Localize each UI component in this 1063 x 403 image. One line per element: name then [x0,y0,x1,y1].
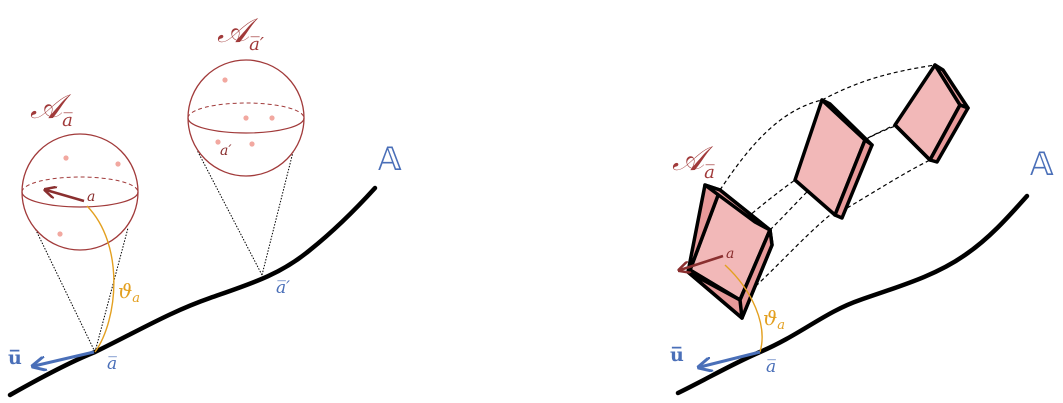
fiber-tangent-arrow [680,254,724,270]
right-panel: ϑa a u̅ a̅ 𝒜a̅ 𝔸 [670,63,1054,396]
fiber-prism-3 [893,63,970,164]
fiber-point-a-label: a [726,246,734,262]
left-base-curve [7,185,378,398]
base-space-label: 𝔸 [1030,145,1054,183]
left-panel: a a′ ϑa u̅ a̅ a̅′ 𝒜a̅ 𝒜a̅′ 𝔸 [7,11,402,398]
velocity-arrow [700,350,761,367]
angle-label: ϑa [118,279,140,306]
base-point-a-bar: a̅ [107,354,117,374]
left-cone-line [94,227,129,353]
velocity-arrow [34,350,95,366]
fiber-point [63,155,69,161]
base-point-a-bar-prime: a̅′ [276,278,290,298]
fiber-point [57,231,63,237]
fiber-point [222,77,228,83]
fiber-point [215,139,221,145]
angle-label: ϑa [763,306,785,333]
left-cone-line [31,221,96,353]
fiber-1-label: 𝒜a̅ [30,87,73,131]
fiber-point [115,161,121,167]
fiber-sphere-2: a′ [187,59,305,177]
fiber-point [269,115,275,121]
right-base-curve [675,193,1030,396]
left-cone-line [261,151,294,276]
fiber-point [249,141,255,147]
angle-arc [86,205,115,353]
base-space-label: 𝔸 [378,140,402,178]
angle-arc [724,264,763,353]
fiber-prism-1 [686,183,774,320]
fiber-2-label: 𝒜a̅′ [217,11,264,55]
fiber-point-a-label: a [87,189,95,205]
left-cone-line [196,149,263,276]
fiber-label: 𝒜a̅ [672,139,715,183]
velocity-label: u̅ [8,347,22,369]
fiber-point [243,115,249,121]
fiber-tangent-arrow [46,190,85,203]
fiber-sphere-1: a [21,133,139,251]
velocity-label: u̅ [670,344,684,366]
fiber-point-a-prime-label: a′ [220,143,232,159]
base-point-a-bar: a̅ [766,357,776,377]
fiber-prism-2 [793,98,874,220]
